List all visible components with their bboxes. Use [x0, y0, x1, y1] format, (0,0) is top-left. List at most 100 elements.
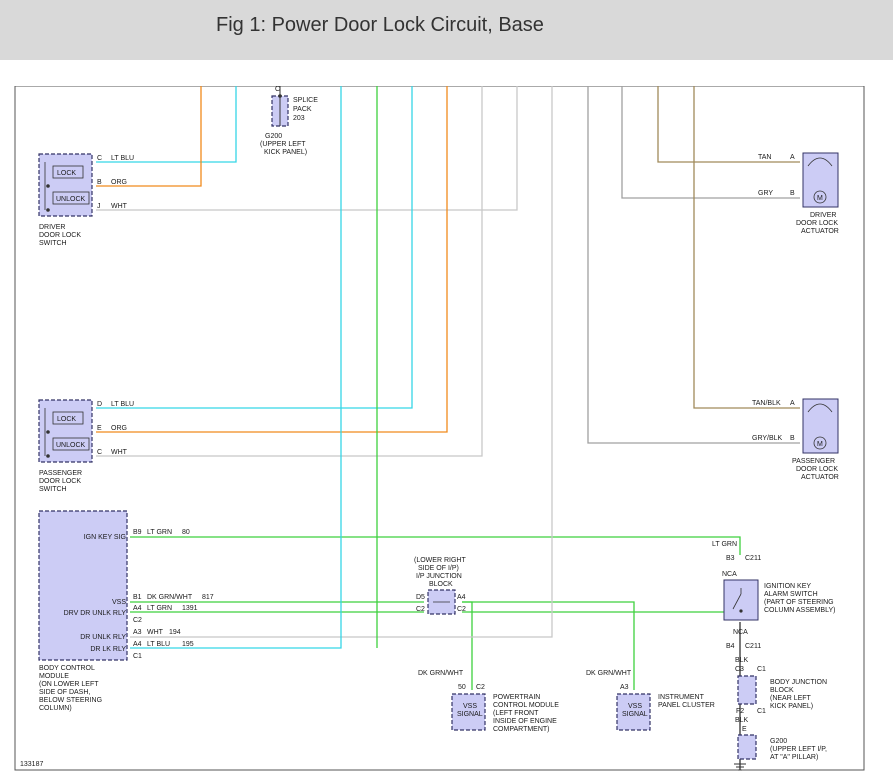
wire-dk-grn-wht-pcm [462, 601, 473, 690]
wire-dk-grn-wht-ipc [462, 601, 635, 690]
ipc-wire: DK GRN/WHT [586, 670, 632, 677]
driver-door-lock-actuator: M TAN A GRY B DRIVER DOOR LOCK ACTUATOR [758, 152, 839, 235]
ign-switch-nca-top: NCA [722, 571, 737, 578]
ign-switch-name-4: COLUMN ASSEMBLY) [764, 607, 835, 614]
passenger-switch-name-2: DOOR LOCK [39, 478, 81, 485]
body-junction-pin-bottom: F2 [736, 708, 744, 715]
splice-name-1: SPLICE [293, 97, 318, 104]
splice-pin: C [275, 86, 280, 93]
bcm-drv-unlk-label: DRV DR UNLK RLY [64, 610, 127, 617]
body-junction-pin-top: C3 [735, 666, 744, 673]
junction-block-pin-a4: A4 [457, 594, 466, 601]
splice-name-3: 203 [293, 115, 305, 122]
bcm-vss-pin: B1 [133, 594, 142, 601]
ipc-box-label-1: VSS [628, 703, 642, 710]
wire-gry-driver [621, 86, 800, 199]
driver-actuator-motor-symbol: M [817, 195, 823, 202]
body-junction-name-3: (NEAR LEFT [770, 695, 812, 702]
ign-switch-pin-top: B3 [726, 555, 735, 562]
bcm-name-1: BODY CONTROL [39, 665, 95, 672]
passenger-switch-pin-d: D [97, 401, 102, 408]
pcm-box-label-1: VSS [463, 703, 477, 710]
splice-pack: C SPLICE PACK 203 G200 (UPPER LEFT KICK … [260, 86, 318, 156]
passenger-actuator-pin-b: B [790, 435, 795, 442]
driver-switch-name-1: DRIVER [39, 224, 65, 231]
pcm-name-4: INSIDE OF ENGINE [493, 718, 557, 725]
bcm-drv-unlk-wire: LT GRN [147, 605, 172, 612]
ign-switch-name-2: ALARM SWITCH [764, 591, 818, 598]
pcm-name-5: COMPARTMENT) [493, 726, 550, 733]
driver-switch-lock-label: LOCK [57, 170, 76, 177]
driver-switch-wire-j: WHT [111, 203, 128, 210]
splice-ground-3: KICK PANEL) [264, 149, 307, 156]
bcm-name-6: COLUMN) [39, 705, 72, 712]
wire-tan-driver [657, 86, 800, 163]
bcm-ign-circuit: 80 [182, 529, 190, 536]
body-junction-name-1: BODY JUNCTION [770, 679, 827, 686]
driver-switch-wire-b: ORG [111, 179, 127, 186]
ground-name-1: G200 [770, 738, 787, 745]
ign-switch-pin-bottom: B4 [726, 643, 735, 650]
bcm-name-5: BELOW STEERING [39, 697, 102, 704]
ign-switch-name-1: IGNITION KEY [764, 583, 811, 590]
pcm-name-1: POWERTRAIN [493, 694, 540, 701]
ign-switch-wire-top: LT GRN [712, 541, 737, 548]
junction-block-pin-d5: D5 [416, 594, 425, 601]
ip-junction-block: (LOWER RIGHT SIDE OF I/P) I/P JUNCTION B… [414, 557, 466, 615]
wire-wht-passenger [96, 86, 483, 457]
pcm-box-label-2: SIGNAL [457, 711, 483, 718]
body-junction-wire-bottom: BLK [735, 717, 749, 724]
driver-actuator-name-3: ACTUATOR [801, 228, 839, 235]
pcm-pin: 50 [458, 684, 466, 691]
driver-actuator-pin-b: B [790, 190, 795, 197]
pcm-connector: C2 [476, 684, 485, 691]
junction-block-pin-c2-left: C2 [416, 606, 425, 613]
ipc-pin: A3 [620, 684, 629, 691]
pcm-name-3: (LEFT FRONT [493, 710, 539, 717]
driver-actuator-name-1: DRIVER [810, 212, 836, 219]
passenger-actuator-name-3: ACTUATOR [801, 474, 839, 481]
driver-switch-pin-b: B [97, 179, 102, 186]
ground-name-3: AT "A" PILLAR) [770, 754, 818, 761]
passenger-switch-wire-e: ORG [111, 425, 127, 432]
driver-actuator-name-2: DOOR LOCK [796, 220, 838, 227]
bcm-name-3: (ON LOWER LEFT [39, 681, 99, 688]
junction-block-name-1: (LOWER RIGHT [414, 557, 466, 564]
driver-switch-name-2: DOOR LOCK [39, 232, 81, 239]
driver-switch-wire-c: LT BLU [111, 155, 134, 162]
bcm-connector-c1: C1 [133, 653, 142, 660]
driver-actuator-wire-a: TAN [758, 154, 771, 161]
bcm-ign-pin: B9 [133, 529, 142, 536]
driver-switch-pin-j: J [97, 203, 101, 210]
bcm-vss-wire: DK GRN/WHT [147, 594, 193, 601]
passenger-door-lock-switch: LOCK UNLOCK D LT BLU E ORG C WHT PASSENG… [38, 399, 134, 493]
junction-block-name-2: SIDE OF I/P) [418, 565, 459, 572]
bcm-ign-wire: LT GRN [147, 529, 172, 536]
ipc-name-1: INSTRUMENT [658, 694, 705, 701]
bcm-name-2: MODULE [39, 673, 69, 680]
passenger-actuator-wire-b: GRY/BLK [752, 435, 783, 442]
driver-actuator-wire-b: GRY [758, 190, 773, 197]
ign-switch-nca-bottom: NCA [733, 629, 748, 636]
body-junction-name-4: KICK PANEL) [770, 703, 813, 710]
ign-switch-conn-top: C211 [745, 555, 761, 562]
ign-switch-name-3: (PART OF STEERING [764, 599, 834, 606]
wire-tan-blk-passenger [693, 86, 800, 409]
pcm-wire: DK GRN/WHT [418, 670, 464, 677]
splice-ground-1: G200 [265, 133, 282, 140]
bcm-dr-lk-label: DR LK RLY [90, 646, 126, 653]
figure-number: 133187 [20, 761, 43, 768]
passenger-switch-pin-c: C [97, 449, 102, 456]
passenger-actuator-wire-a: TAN/BLK [752, 400, 781, 407]
passenger-switch-lock-label: LOCK [57, 416, 76, 423]
passenger-actuator-motor-symbol: M [817, 441, 823, 448]
splice-name-2: PACK [293, 106, 312, 113]
passenger-switch-unlock-label: UNLOCK [56, 442, 86, 449]
wire-gry-blk-passenger [587, 86, 800, 444]
bcm-dr-unlk-wire: WHT [147, 629, 164, 636]
ign-switch-conn-bottom: C211 [745, 643, 761, 650]
passenger-switch-pin-e: E [97, 425, 102, 432]
body-junction-block: BLK C3 C1 BODY JUNCTION BLOCK (NEAR LEFT… [735, 657, 827, 724]
passenger-switch-name-1: PASSENGER [39, 470, 82, 477]
wire-lt-blu-driver [96, 86, 237, 163]
